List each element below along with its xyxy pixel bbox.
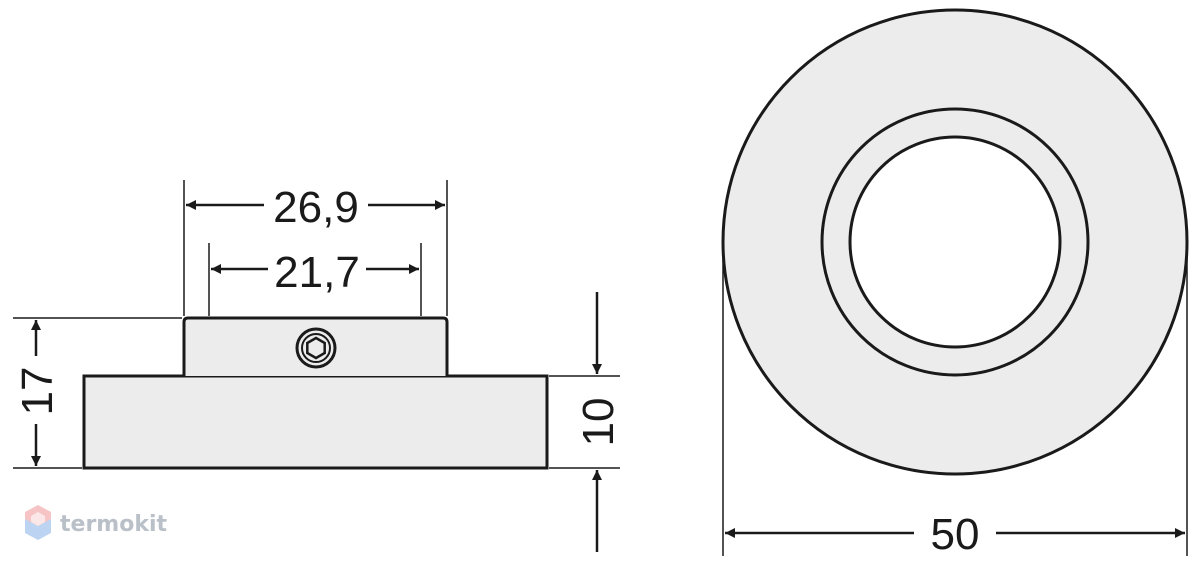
dimension-total-height-label: 17 xyxy=(13,367,62,416)
dimension-21-7: 21,7 xyxy=(211,248,419,297)
dimension-26-9: 26,9 xyxy=(186,183,445,232)
hexagon-logo-icon xyxy=(25,505,51,540)
inner-bore xyxy=(848,135,1062,349)
dimension-17: 17 xyxy=(13,320,62,466)
hex-socket-icon xyxy=(295,327,337,369)
base-body xyxy=(82,374,549,470)
dimension-diameter-label: 50 xyxy=(931,510,980,559)
front-view: 50 xyxy=(721,8,1189,559)
dimension-base-height-label: 10 xyxy=(574,398,623,447)
dimension-10: 10 xyxy=(574,292,623,552)
dimension-inner-top-label: 21,7 xyxy=(274,248,360,297)
dimension-50: 50 xyxy=(725,510,1185,559)
watermark: termokit xyxy=(25,505,167,540)
dimension-outer-top-label: 26,9 xyxy=(273,183,359,232)
watermark-text: termokit xyxy=(60,512,167,537)
side-view: 26,9 21,7 17 10 xyxy=(13,180,623,552)
